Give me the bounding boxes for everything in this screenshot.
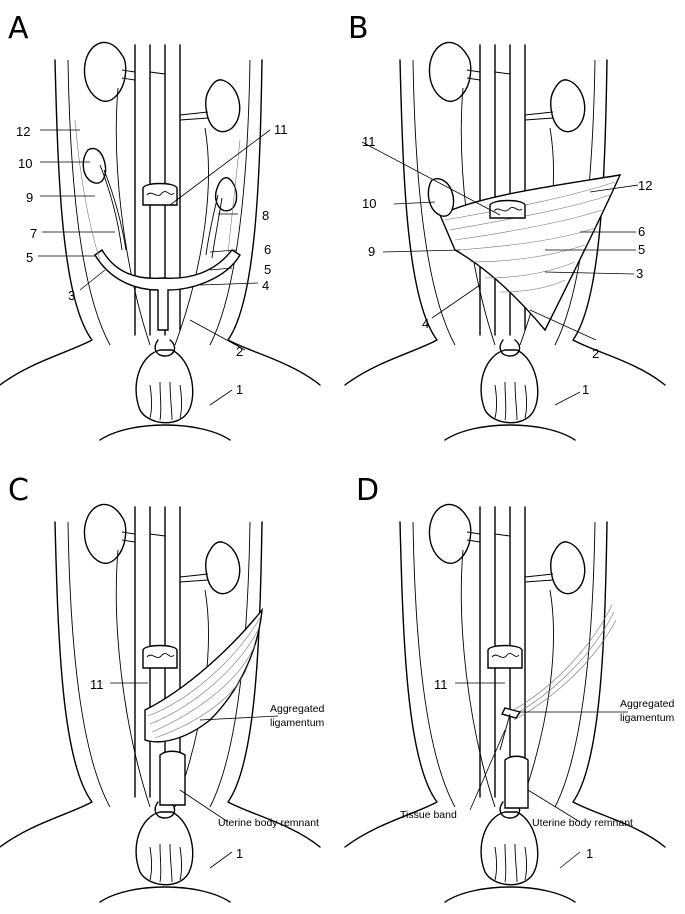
label-a-10: 10 <box>18 156 32 171</box>
label-c-11: 11 <box>90 677 104 692</box>
label-a-11: 11 <box>274 122 288 137</box>
label-b-12: 12 <box>638 178 652 193</box>
label-c-1: 1 <box>236 846 243 861</box>
label-a-12: 12 <box>16 124 30 139</box>
panel-letter-b: B <box>348 11 369 46</box>
label-a-9: 9 <box>26 190 33 205</box>
label-a-3: 3 <box>68 288 75 303</box>
label-a-6: 6 <box>264 242 271 257</box>
label-b-10: 10 <box>362 196 376 211</box>
panel-letter-d: D <box>356 473 379 508</box>
label-d-uterine-remnant: Uterine body remnant <box>532 817 633 829</box>
label-a-5-right: 5 <box>264 262 271 277</box>
label-d-tissue-band: Tissue band <box>400 809 457 821</box>
label-b-4: 4 <box>422 316 429 331</box>
label-c-ligamentum: ligamentum <box>270 717 325 729</box>
label-b-1: 1 <box>582 382 589 397</box>
label-d-1: 1 <box>586 846 593 861</box>
panel-letter-c: C <box>8 473 29 508</box>
label-b-6: 6 <box>638 224 645 239</box>
label-b-2: 2 <box>592 346 599 361</box>
panel-letter-a: A <box>8 11 29 46</box>
panel-c: C 11 Aggregated ligamentum Uterine body … <box>0 473 325 903</box>
label-c-uterine-remnant: Uterine body remnant <box>218 817 319 829</box>
label-b-5: 5 <box>638 242 645 257</box>
label-d-11: 11 <box>434 677 448 692</box>
label-b-11: 11 <box>362 134 376 149</box>
label-b-3: 3 <box>636 266 643 281</box>
label-a-7: 7 <box>30 226 37 241</box>
panel-a: A 12 10 9 7 5 3 2 4 5 6 8 11 1 <box>0 11 321 441</box>
label-d-ligamentum: ligamentum <box>620 712 675 724</box>
panel-b: B 11 12 10 9 6 5 3 4 2 1 <box>344 11 666 441</box>
label-a-1: 1 <box>236 382 243 397</box>
label-c-aggregated: Aggregated <box>270 703 324 715</box>
label-a-2: 2 <box>236 344 243 359</box>
label-d-aggregated: Aggregated <box>620 698 674 710</box>
label-b-9: 9 <box>368 244 375 259</box>
panel-d: D 11 Aggregated ligamentum Tissue band U… <box>344 473 675 903</box>
label-a-4: 4 <box>262 278 269 293</box>
label-a-8: 8 <box>262 208 269 223</box>
label-a-5-left: 5 <box>26 250 33 265</box>
